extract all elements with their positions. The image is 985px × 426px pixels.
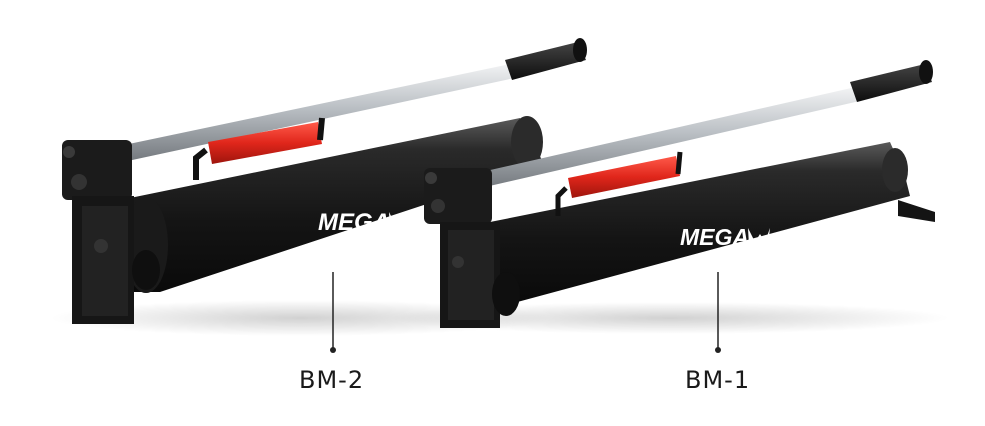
- model-label-bm2: BM-2: [299, 366, 365, 394]
- carry-handle-bm1: [555, 151, 683, 216]
- pump-bm2: MEGA: [50, 38, 587, 336]
- lever-grip-bm1: [850, 60, 933, 102]
- pump-head-bm2: [62, 140, 160, 324]
- brand-logo-bm1: MEGA: [680, 224, 770, 250]
- brand-text-bm1: MEGA: [680, 224, 749, 250]
- pump-bm1: MEGA: [390, 60, 950, 334]
- mega-logo-icon: [389, 212, 411, 232]
- brand-text-bm2: MEGA: [318, 209, 390, 236]
- carry-handle-bm2: [193, 117, 325, 180]
- callout-bm1: [715, 272, 721, 353]
- callout-bm2: [330, 272, 336, 353]
- pump-head-bm1: [424, 168, 520, 328]
- brand-logo-bm2: MEGA: [318, 209, 411, 236]
- mega-logo-icon: [748, 228, 770, 248]
- lever-grip-bm2: [505, 38, 587, 80]
- model-label-bm1: BM-1: [685, 366, 751, 394]
